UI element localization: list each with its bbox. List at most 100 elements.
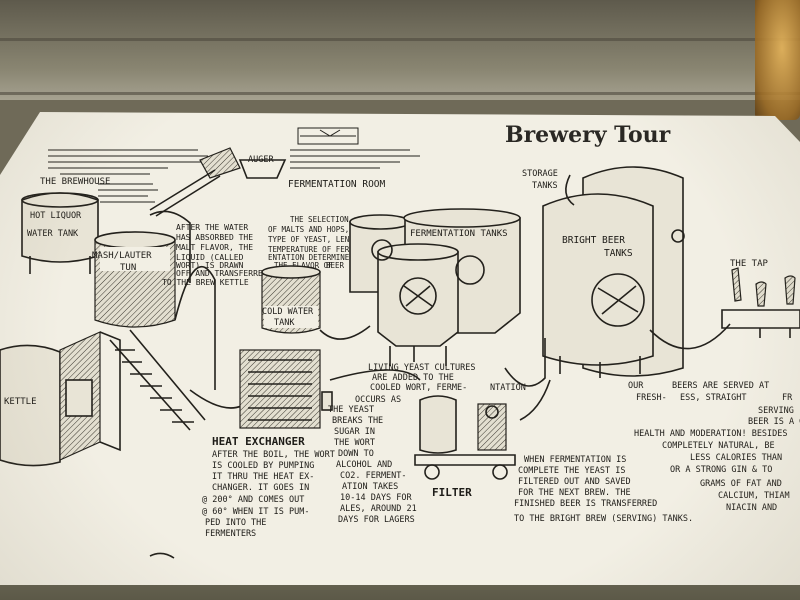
beer-tap [721,267,800,338]
label-fermentation-room: FERMENTATION ROOM [288,179,386,190]
label-storage-2: TANKS [532,181,558,191]
note-selection: THE SELECTION OF MALTS AND HOPS, TYPE OF… [268,215,372,270]
svg-text:AFTER THE BOIL, THE WORT: AFTER THE BOIL, THE WORT [212,450,335,460]
wall-board-seam [0,38,800,41]
filter-unit [414,395,516,480]
note-yeast: LIVING YEAST CULTURES ARE ADDED TO THE C… [328,363,526,525]
svg-text:NTATION: NTATION [490,383,526,393]
svg-text:COOLED WORT, FERME-: COOLED WORT, FERME- [370,383,467,393]
heat-exchanger [239,349,333,429]
svg-text:FILTERED OUT AND SAVED: FILTERED OUT AND SAVED [518,477,631,487]
svg-text:IT THRU THE HEAT EX-: IT THRU THE HEAT EX- [212,472,314,482]
label-mash-1: MASH/LAUTER [92,251,152,261]
note-water: AFTER THE WATER HAS ABSORBED THE MALT FL… [162,223,268,287]
fermentation-tanks [349,208,521,366]
note-fermentation-complete: WHEN FERMENTATION IS COMPLETE THE YEAST … [514,455,693,524]
label-fermentation-tanks: FERMENTATION TANKS [410,229,508,239]
svg-text:MALT FLAVOR, THE: MALT FLAVOR, THE [176,243,253,252]
label-filter: FILTER [432,486,472,499]
svg-text:10-14 DAYS FOR: 10-14 DAYS FOR [340,493,413,503]
svg-text:WORT) IS DRAWN: WORT) IS DRAWN [176,261,244,270]
brew-kettle [0,344,61,467]
svg-text:FR: FR [782,393,793,403]
label-bright-1: BRIGHT BEER [562,235,625,246]
svg-text:TO THE BRIGHT BREW (SERVING) T: TO THE BRIGHT BREW (SERVING) TANKS. [514,514,693,524]
piping [174,265,731,421]
svg-text:THE FLAVOR OF: THE FLAVOR OF [274,261,333,270]
svg-text:ESS, STRAIGHT: ESS, STRAIGHT [680,393,747,403]
svg-text:NIACIN AND: NIACIN AND [726,503,777,513]
svg-text:OCCURS AS: OCCURS AS [355,395,401,405]
svg-text:TO THE BREW KETTLE: TO THE BREW KETTLE [162,278,249,287]
label-kettle: KETTLE [4,397,37,407]
bright-beer-tanks [542,166,685,378]
svg-text:CALCIUM, THIAM: CALCIUM, THIAM [718,491,790,501]
svg-text:THE YEAST: THE YEAST [328,405,374,415]
svg-text:@ 200° AND COMES OUT: @ 200° AND COMES OUT [202,495,304,505]
label-tap: THE TAP [730,259,769,269]
label-cold-water-2: TANK [274,318,295,328]
svg-text:@ 60° WHEN IT IS PUM-: @ 60° WHEN IT IS PUM- [202,507,309,517]
svg-text:BREAKS THE: BREAKS THE [332,416,383,426]
svg-text:COMPLETE THE YEAST IS: COMPLETE THE YEAST IS [518,466,625,476]
svg-text:AFTER THE WATER: AFTER THE WATER [176,223,248,232]
header-scribbles [48,127,420,175]
svg-text:CHANGER. IT GOES IN: CHANGER. IT GOES IN [212,483,309,493]
svg-text:TEMPERATURE OF FERM-: TEMPERATURE OF FERM- [268,245,358,254]
amber-jar [755,0,800,120]
cold-water-tank [261,265,321,334]
page-title: Brewery Tour [505,122,671,148]
svg-text:ALCOHOL AND: ALCOHOL AND [336,460,392,470]
brewhouse-scribbles [98,183,158,203]
svg-text:BEER: BEER [326,261,345,270]
svg-text:FOR THE NEXT BREW. THE: FOR THE NEXT BREW. THE [518,488,631,498]
svg-text:FRESH-: FRESH- [636,393,667,403]
label-bright-2: TANKS [604,248,633,259]
svg-text:DOWN TO: DOWN TO [338,449,374,459]
svg-text:WHEN FERMENTATION IS: WHEN FERMENTATION IS [524,455,626,465]
svg-text:OUR: OUR [628,381,644,391]
stairs [109,329,206,431]
svg-text:HAS ABSORBED THE: HAS ABSORBED THE [176,233,253,242]
svg-text:TYPE OF YEAST, LENGTH &: TYPE OF YEAST, LENGTH & [268,235,372,244]
svg-text:HEALTH AND MODERATION! BESIDES: HEALTH AND MODERATION! BESIDES [634,429,788,439]
svg-text:COMPLETELY NATURAL, BE: COMPLETELY NATURAL, BE [662,441,775,451]
label-cold-water-1: COLD WATER [262,307,314,317]
auger [149,147,287,217]
svg-text:BEERS ARE SERVED AT: BEERS ARE SERVED AT [672,381,769,391]
svg-text:LIQUID (CALLED: LIQUID (CALLED [176,253,244,262]
wall-board-seam [0,92,800,95]
svg-text:FERMENTERS: FERMENTERS [205,529,256,539]
svg-text:IS COOLED BY PUMPING: IS COOLED BY PUMPING [212,461,314,471]
pen-mark [149,552,175,559]
svg-text:SERVING: SERVING [758,406,794,416]
svg-text:ARE ADDED TO THE: ARE ADDED TO THE [372,373,454,383]
control-panel [59,331,121,461]
svg-text:THE WORT: THE WORT [334,438,375,448]
note-tap: OUR BEERS ARE SERVED AT FRESH- ESS, STRA… [628,381,800,513]
label-auger: AUGER [248,155,274,165]
svg-text:LESS CALORIES THAN: LESS CALORIES THAN [690,453,782,463]
svg-text:OFF AND TRANSFERRED: OFF AND TRANSFERRED [176,269,268,278]
svg-text:ENTATION DETERMINE: ENTATION DETERMINE [268,253,350,262]
svg-text:ALES, AROUND 21: ALES, AROUND 21 [340,504,417,514]
svg-text:SUGAR IN: SUGAR IN [334,427,375,437]
wooden-wall [0,0,800,100]
svg-text:OF MALTS AND HOPS,: OF MALTS AND HOPS, [268,225,349,234]
svg-text:GRAMS OF FAT AND: GRAMS OF FAT AND [700,479,782,489]
hot-liquor-tank [21,192,99,274]
svg-text:FINISHED BEER IS TRANSFERRED: FINISHED BEER IS TRANSFERRED [514,499,657,509]
label-mash-2: TUN [120,263,136,273]
svg-text:THE SELECTION: THE SELECTION [290,215,349,224]
svg-text:OR A STRONG GIN & TO: OR A STRONG GIN & TO [670,465,772,475]
svg-text:CO2. FERMENT-: CO2. FERMENT- [340,471,407,481]
label-storage-1: STORAGE [522,169,558,179]
label-hot-liquor-1: HOT LIQUOR [30,211,82,221]
mash-lauter-tun [94,210,191,328]
svg-text:BEER IS A G: BEER IS A G [748,417,800,427]
svg-text:LIVING YEAST CULTURES: LIVING YEAST CULTURES [368,363,475,373]
svg-text:PED INTO THE: PED INTO THE [205,518,266,528]
label-heat-exchanger: HEAT EXCHANGER [212,435,305,448]
note-heat-exchanger: AFTER THE BOIL, THE WORT IS COOLED BY PU… [202,450,335,539]
